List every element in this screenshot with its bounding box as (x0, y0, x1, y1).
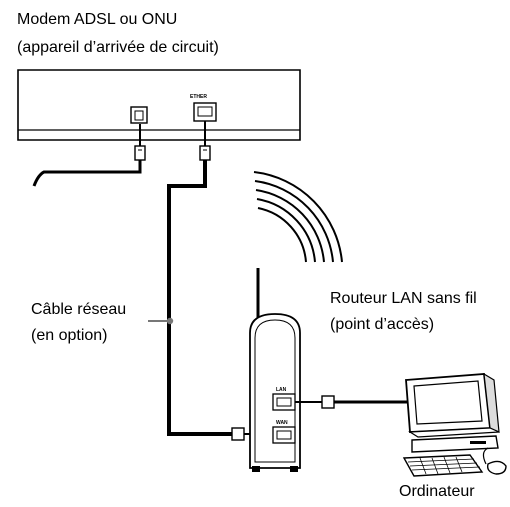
wireless-signal-icon (253, 171, 343, 263)
cable-callout-dot (166, 317, 174, 325)
modem-icon: ETHER (17, 69, 301, 141)
cable-label-line2: (en option) (31, 327, 108, 344)
computer-icon (402, 372, 507, 477)
router-wan-label: WAN (276, 420, 288, 426)
cable-label-line1: Câble réseau (31, 301, 127, 318)
modem-label-line1: Modem ADSL ou ONU (17, 11, 178, 28)
modem-ether-label: ETHER (190, 94, 207, 100)
lan-cable (295, 395, 412, 409)
phone-line-cable (32, 124, 146, 187)
modem-label: Modem ADSL ou ONU (appareil d’arrivée de… (17, 9, 219, 59)
router-label-line1: Routeur LAN sans fil (330, 290, 477, 307)
router-label-line2: (point d’accès) (330, 316, 435, 333)
rj45-plug-icon (321, 395, 335, 409)
cable-label: Câble réseau (en option) (31, 299, 126, 347)
rj45-plug-icon (134, 145, 146, 161)
router-label: Routeur LAN sans fil (point d’accès) (330, 288, 477, 336)
computer-label: Ordinateur (399, 483, 475, 500)
router-lan-label: LAN (276, 387, 287, 393)
modem-label-line2: (appareil d’arrivée de circuit) (17, 39, 219, 56)
rj45-plug-icon (231, 427, 245, 441)
rj45-plug-icon (199, 145, 211, 161)
router-icon: LAN WAN (249, 268, 301, 472)
